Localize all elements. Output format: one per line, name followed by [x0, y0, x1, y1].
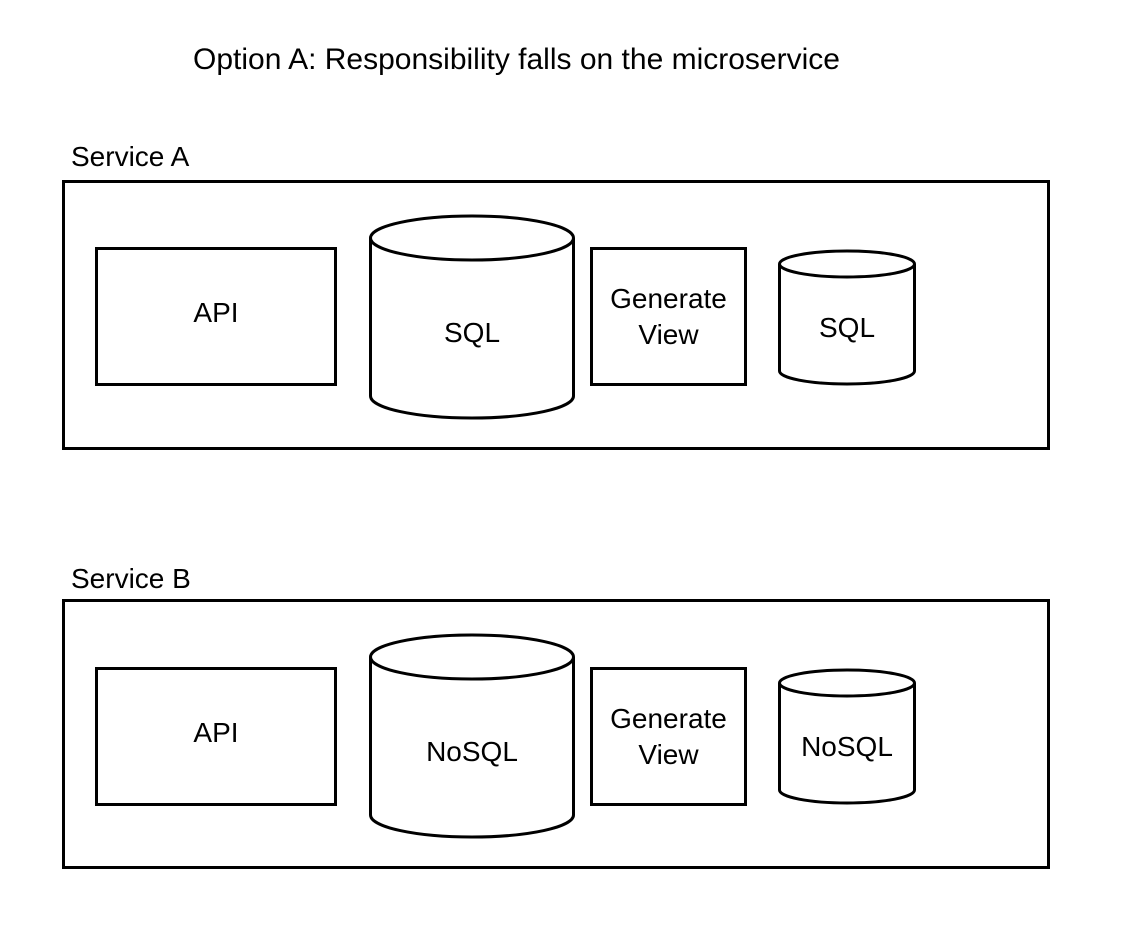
database-cylinder-icon	[778, 668, 916, 805]
service-a-api-label: API	[193, 296, 239, 328]
service-b-generate-view-box: Generate View	[590, 667, 747, 806]
service-a-primary-db-cylinder: SQL	[369, 214, 575, 420]
service-a-primary-db-label: SQL	[443, 317, 501, 348]
service-b-api-box: API	[95, 667, 337, 806]
database-cylinder-icon	[778, 249, 916, 386]
service-b-api-label: API	[193, 716, 239, 748]
service-b-container	[62, 599, 1050, 869]
service-b-primary-db-label: NoSQL	[426, 736, 518, 767]
service-b-view-db-cylinder: NoSQL	[778, 668, 916, 805]
service-a-generate-view-line1: Generate	[610, 282, 727, 314]
database-cylinder-icon	[369, 633, 575, 839]
service-a-generate-view-box: Generate View	[590, 247, 747, 386]
service-b-label: Service B	[71, 563, 191, 594]
service-b-view-db-label: NoSQL	[801, 731, 893, 762]
service-b-generate-view-line2: View	[638, 738, 699, 770]
service-a-label: Service A	[71, 141, 190, 172]
service-b-primary-db-cylinder: NoSQL	[369, 633, 575, 839]
database-cylinder-icon	[369, 214, 575, 420]
service-b-generate-view-line1: Generate	[610, 702, 727, 734]
service-a-generate-view-line2: View	[638, 318, 699, 350]
service-a-api-box: API	[95, 247, 337, 386]
service-a-container	[62, 180, 1050, 450]
service-a-view-db-cylinder: SQL	[778, 249, 916, 386]
diagram-title: Option A: Responsibility falls on the mi…	[193, 43, 840, 76]
service-a-view-db-label: SQL	[818, 312, 876, 343]
